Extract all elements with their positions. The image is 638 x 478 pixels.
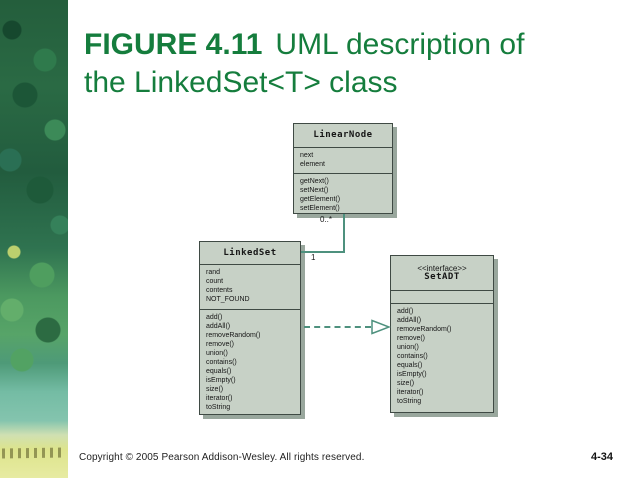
member-line: next bbox=[300, 152, 314, 159]
member-line: union() bbox=[397, 344, 419, 351]
member-line: element bbox=[300, 161, 325, 168]
attributes-compartment-linearnode: next element bbox=[294, 147, 392, 173]
methods-compartment-linkedset: add() addAll() removeRandom() remove() union… bbox=[200, 309, 300, 414]
member-line: remove() bbox=[397, 335, 426, 342]
member-line: setNext() bbox=[300, 187, 329, 194]
member-line: getElement() bbox=[300, 196, 341, 203]
member-line: toString bbox=[206, 404, 231, 411]
multiplicity-zero-many: 0..* bbox=[320, 215, 333, 224]
page-number: 4-34 bbox=[590, 451, 613, 463]
member-line: isEmpty() bbox=[206, 377, 236, 384]
copyright-text: Copyright © 2005 Pearson Addison-Wesley.… bbox=[79, 452, 365, 463]
realization-triangle-icon bbox=[371, 319, 391, 335]
realization-dashed-line bbox=[304, 326, 371, 328]
member-line: contents bbox=[206, 287, 233, 294]
title-line-1: FIGURE 4.11 UML description of bbox=[84, 26, 604, 64]
member-line: isEmpty() bbox=[397, 371, 427, 378]
class-name-linkedset: LinkedSet bbox=[223, 247, 277, 258]
member-line: union() bbox=[206, 350, 228, 357]
figure-number: FIGURE 4.11 bbox=[84, 28, 263, 61]
member-line: removeRandom() bbox=[206, 332, 261, 339]
methods-compartment-setadt: add() addAll() removeRandom() remove() union… bbox=[391, 303, 493, 412]
member-line: rand bbox=[206, 269, 221, 276]
member-line: getNext() bbox=[300, 178, 329, 185]
member-line: iterator() bbox=[206, 395, 233, 402]
uml-class-linearnode: LinearNode next element getNext() setNext(… bbox=[293, 123, 393, 214]
member-line: add() bbox=[397, 308, 414, 315]
member-line: remove() bbox=[206, 341, 235, 348]
member-line: toString bbox=[397, 398, 422, 405]
member-line: removeRandom() bbox=[397, 326, 452, 333]
member-line: contains() bbox=[206, 359, 237, 366]
member-line: contains() bbox=[397, 353, 428, 360]
member-line: count bbox=[206, 278, 224, 285]
class-name-linearnode: LinearNode bbox=[313, 130, 373, 140]
member-line: addAll() bbox=[206, 323, 231, 330]
association-line-vertical bbox=[343, 214, 345, 253]
member-line: add() bbox=[206, 314, 223, 321]
member-line: setElement() bbox=[300, 205, 340, 212]
member-line: addAll() bbox=[397, 317, 422, 324]
member-line: equals() bbox=[206, 368, 232, 375]
uml-interface-setadt: <<interface>> SetADT add() addAll() remove… bbox=[390, 255, 494, 413]
member-line: size() bbox=[206, 386, 224, 393]
member-line: equals() bbox=[397, 362, 423, 369]
multiplicity-one: 1 bbox=[311, 253, 316, 262]
member-line: size() bbox=[397, 380, 415, 387]
methods-compartment-linearnode: getNext() setNext() getElement() setElement… bbox=[294, 173, 392, 213]
tree-artwork-image bbox=[0, 0, 68, 478]
class-name-setadt: <<interface>> SetADT bbox=[391, 256, 493, 290]
association-line-horizontal bbox=[301, 251, 345, 253]
page-title: FIGURE 4.11 UML description of the Linked… bbox=[84, 26, 604, 102]
interface-name: SetADT bbox=[424, 272, 460, 282]
interface-stereotype: <<interface>> bbox=[417, 264, 467, 273]
member-line: NOT_FOUND bbox=[206, 296, 250, 303]
member-line: iterator() bbox=[397, 389, 424, 396]
attributes-compartment-setadt bbox=[391, 290, 493, 303]
title-text-line1: UML description of bbox=[275, 28, 525, 61]
title-text-line2: the LinkedSet<T> class bbox=[84, 66, 398, 99]
